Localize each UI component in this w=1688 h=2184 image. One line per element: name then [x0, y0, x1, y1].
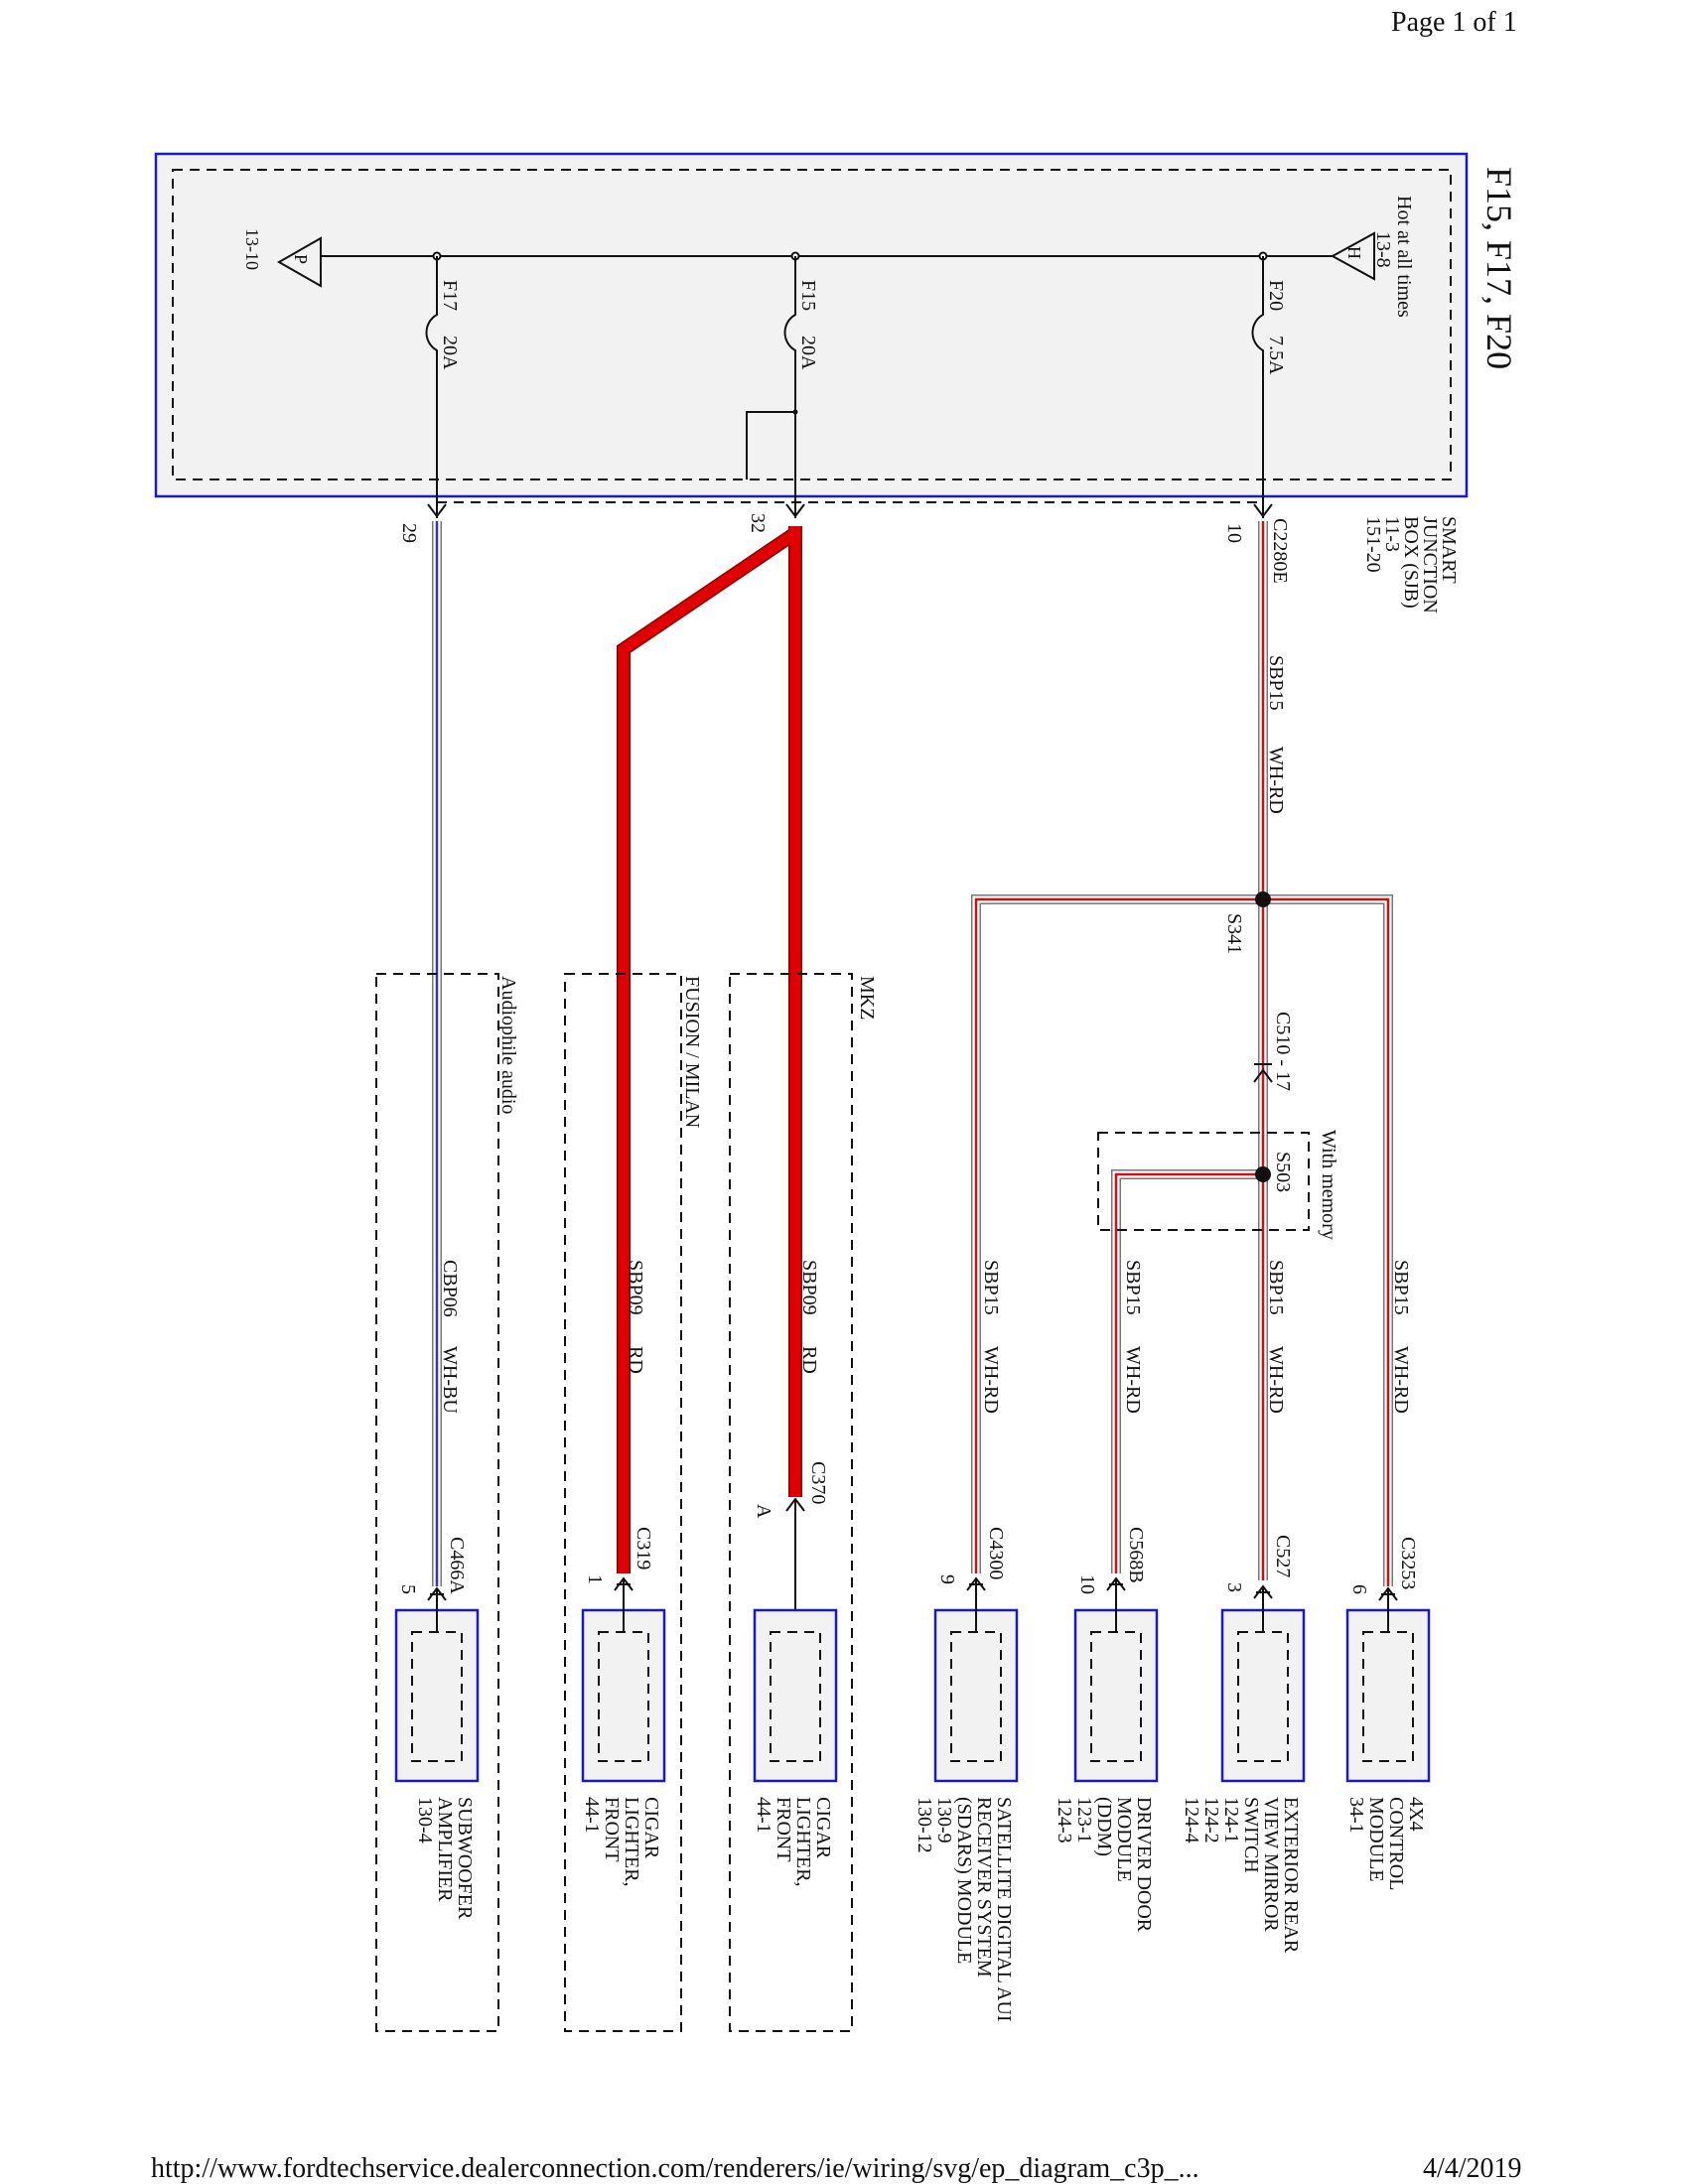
connector-icon: [614, 1576, 633, 1632]
connector-icon: [966, 1576, 986, 1632]
module-name: SUBWOOFERAMPLIFIER130-4: [414, 1797, 476, 1920]
svg-text:SBP15: SBP15: [1122, 1260, 1144, 1315]
connector-label: C319: [633, 1527, 654, 1570]
svg-text:F20: F20: [1265, 280, 1287, 311]
connector-label: C568B: [1125, 1527, 1147, 1583]
connector-label: C527: [1272, 1535, 1294, 1577]
connector-icon: [1378, 1586, 1398, 1632]
svg-text:20A: 20A: [797, 336, 819, 370]
p-ref: 13-10: [242, 228, 262, 270]
svg-text:F17: F17: [439, 280, 461, 311]
splice-s341: [1255, 891, 1271, 907]
hot-at-all-times-triangle: [1330, 231, 1375, 281]
c510-connector-icon: [1253, 1063, 1273, 1083]
svg-text:SBP15: SBP15: [1265, 1260, 1287, 1315]
sjb-box: [154, 152, 1469, 498]
wire-sbp15-wh-rd: [971, 521, 1393, 1586]
svg-text:WH-RD: WH-RD: [1390, 1346, 1412, 1414]
c510-label: C510 - 17: [1272, 1012, 1294, 1091]
module-name: 4X4CONTROLMODULE34-1: [1345, 1797, 1427, 1890]
module-name: DRIVER DOORMODULE(DDM)123-1124-3: [1054, 1797, 1155, 1933]
svg-text:SBP09: SBP09: [798, 1260, 820, 1315]
connector-icon: [1106, 1576, 1126, 1632]
svg-text:WH-RD: WH-RD: [1265, 747, 1287, 814]
svg-text:WH-RD: WH-RD: [980, 1346, 1002, 1414]
mkz-group: [729, 973, 853, 2032]
svg-text:WH-BU: WH-BU: [439, 1346, 461, 1414]
with-memory-label: With memory: [1318, 1130, 1339, 1240]
hot-symbol: H: [1344, 246, 1364, 259]
connector-icon: [1253, 1584, 1273, 1632]
svg-text:WH-RD: WH-RD: [1265, 1346, 1287, 1414]
s503-label: S503: [1272, 1152, 1294, 1192]
pin-10: 10: [1223, 523, 1245, 543]
c370-label: C370: [807, 1461, 829, 1504]
module-name: EXTERIOR REARVIEW MIRRORSWITCH124-1124-2…: [1181, 1797, 1302, 1954]
p-symbol: P: [291, 254, 311, 264]
hot-ref: 13-8: [1372, 231, 1394, 268]
mkz-label: MKZ: [856, 976, 878, 1020]
svg-text:SBP15: SBP15: [1390, 1260, 1412, 1315]
svg-text:F15: F15: [797, 280, 819, 311]
footer-url[interactable]: http://www.fordtechservice.dealerconnect…: [151, 2153, 1199, 2184]
c2280e-label: C2280E: [1269, 518, 1291, 584]
pin-32: 32: [747, 513, 769, 533]
svg-text:WH-RD: WH-RD: [1122, 1346, 1144, 1414]
diagram-title: F15, F17, F20: [1479, 167, 1519, 369]
module-name: SATELLITE DIGITAL AUIRECEIVER SYSTEM(SDA…: [914, 1797, 1015, 2022]
with-memory-box: [1097, 1132, 1310, 1231]
c370-pin: A: [753, 1504, 774, 1519]
svg-text:SMART JUNCTION BOX: SMART JUNCTION BOX (SJB) 11-3 151-20: [1362, 516, 1460, 618]
fuse-f17: F17 20A: [425, 251, 461, 518]
module-name: CIGARLIGHTER,FRONT44-1: [581, 1797, 662, 1887]
page-number: Page 1 of 1: [1391, 7, 1517, 38]
module-name: CIGARLIGHTER,FRONT44-1: [753, 1797, 834, 1887]
p-triangle: [276, 236, 322, 288]
splice-s503: [1255, 1166, 1271, 1182]
connector-icon: [427, 503, 1273, 518]
pin-label: 6: [1348, 1584, 1370, 1594]
audiophile-group: [375, 973, 499, 2032]
fuse-f20: F20 7.5A: [1251, 251, 1287, 518]
fuse-f15: F15 20A: [746, 251, 819, 518]
pin-label: 9: [936, 1574, 958, 1584]
hot-label: Hot at all times: [1393, 196, 1415, 318]
svg-text:SBP09: SBP09: [625, 1260, 646, 1315]
s341-label: S341: [1223, 913, 1245, 954]
svg-text:RD: RD: [625, 1346, 646, 1374]
pin-29: 29: [398, 523, 420, 543]
pin-label: 3: [1223, 1582, 1245, 1592]
audiophile-label: Audiophile audio: [497, 976, 519, 1114]
svg-text:20A: 20A: [439, 336, 461, 370]
modules: C3253 6 4X4CONTROLMODULE34-1 C527 3EXTERIOR …: [394, 1527, 1431, 2022]
connector-label: C4300: [985, 1527, 1007, 1579]
fusion-milan-label: FUSION / MILAN: [681, 976, 703, 1128]
svg-text:SBP15: SBP15: [1265, 655, 1287, 711]
svg-text:CBP06: CBP06: [439, 1260, 461, 1317]
cigar-lighter-mkz[interactable]: CIGARLIGHTER,FRONT44-1: [753, 1608, 838, 1887]
connector-label: C466A: [446, 1537, 468, 1594]
connector-label: C3253: [1397, 1537, 1419, 1589]
wire-labels: SBP15 WH-RD SBP15 WH-RD SBP15 WH-RD SBP1…: [439, 655, 1412, 1414]
pin-label: 1: [584, 1574, 606, 1584]
fusion-milan-group: [564, 973, 682, 2032]
svg-text:RD: RD: [798, 1346, 820, 1374]
wire-sbp09-rd: [617, 526, 802, 1573]
sjb-name: SMART JUNCTION BOX (SJB) 11-3 151-20: [1362, 516, 1460, 618]
pin-label: 10: [1076, 1574, 1098, 1594]
footer-date: 4/4/2019: [1423, 2153, 1522, 2184]
svg-text:7.5A: 7.5A: [1265, 336, 1287, 375]
svg-text:SBP15: SBP15: [980, 1260, 1002, 1315]
connector-icon: [427, 1586, 447, 1632]
4x4-control-module[interactable]: C3253 6 4X4CONTROLMODULE34-1: [1345, 1537, 1431, 1890]
pin-label: 5: [397, 1584, 419, 1594]
